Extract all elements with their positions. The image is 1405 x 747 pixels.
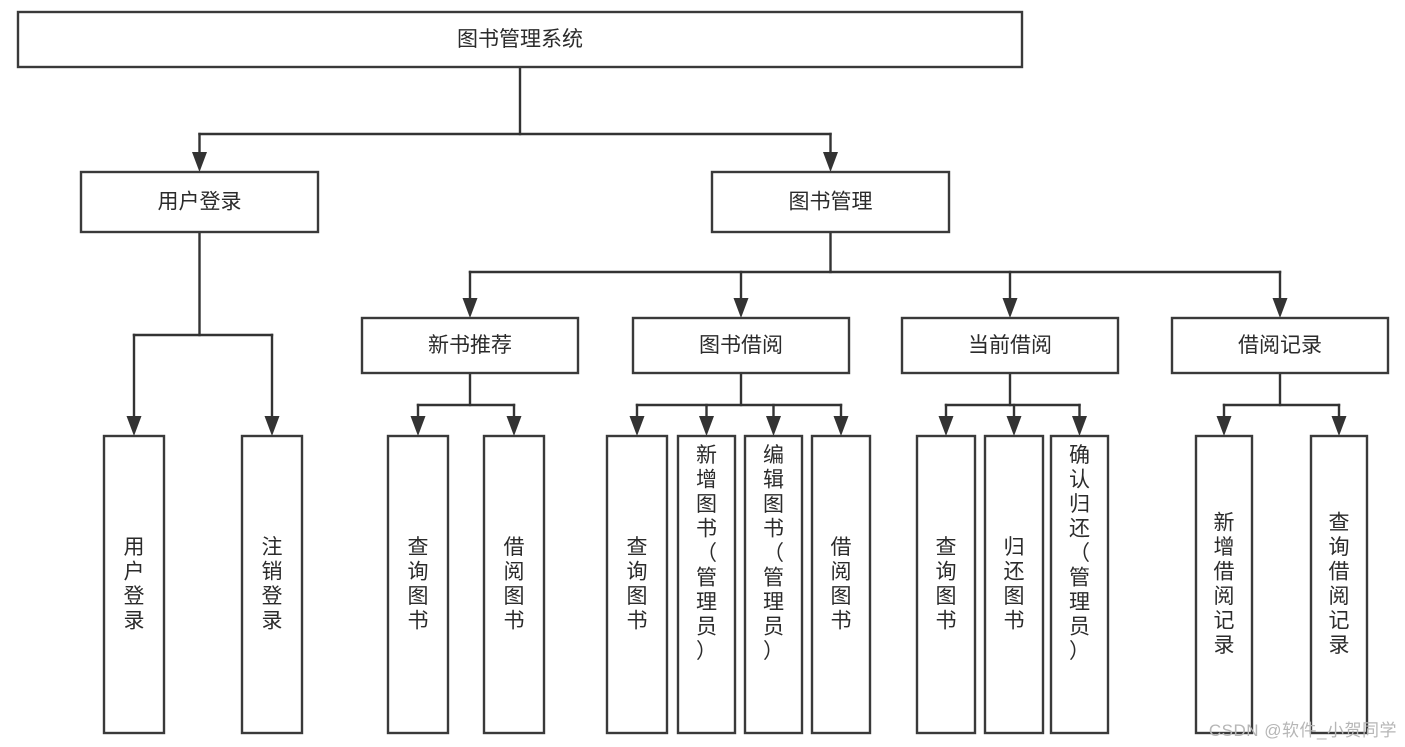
connector-c-new-book-split	[410, 371, 522, 436]
node-box-current-borrow	[900, 316, 1120, 375]
node-label-root: 图书管理系统	[457, 28, 583, 51]
node-label-user-login: 用户登录	[158, 191, 242, 214]
node-leaf-logout[interactable]: 注销登录	[240, 434, 304, 735]
node-current-borrow[interactable]: 当前借阅	[900, 316, 1120, 375]
node-box-book-borrow	[631, 316, 851, 375]
connector-c-book-borrow-split	[629, 371, 849, 436]
node-leaf-query-book-3[interactable]: 查询图书	[915, 434, 977, 735]
node-box-leaf-return-book	[983, 434, 1045, 735]
node-box-user-login	[79, 170, 320, 234]
node-book-manage[interactable]: 图书管理	[710, 170, 951, 234]
node-box-leaf-borrow-book-2	[810, 434, 872, 735]
node-box-book-manage	[710, 170, 951, 234]
node-leaf-borrow-book-2[interactable]: 借阅图书	[810, 434, 872, 735]
node-label-leaf-add-book-admin: 新增图书（管理员）	[696, 444, 717, 663]
node-borrow-record[interactable]: 借阅记录	[1170, 316, 1390, 375]
connector-c-current-borrow-split	[938, 371, 1087, 436]
node-box-leaf-user-login	[102, 434, 166, 735]
node-box-leaf-query-book-3	[915, 434, 977, 735]
node-label-book-borrow: 图书借阅	[699, 334, 783, 357]
node-box-leaf-add-borrow-record	[1194, 434, 1254, 735]
node-box-borrow-record	[1170, 316, 1390, 375]
node-box-leaf-query-book-2	[605, 434, 669, 735]
node-label-leaf-borrow-book-2: 借阅图书	[831, 536, 852, 633]
node-box-leaf-add-book-admin	[676, 434, 737, 735]
node-new-book-recommend[interactable]: 新书推荐	[360, 316, 580, 375]
node-label-leaf-return-book: 归还图书	[1004, 536, 1025, 633]
node-box-root	[16, 10, 1024, 69]
node-label-current-borrow: 当前借阅	[968, 334, 1052, 357]
node-leaf-query-book-2[interactable]: 查询图书	[605, 434, 669, 735]
node-label-leaf-borrow-book-1: 借阅图书	[504, 536, 525, 633]
node-leaf-query-borrow-record[interactable]: 查询借阅记录	[1309, 434, 1369, 735]
node-box-leaf-query-borrow-record	[1309, 434, 1369, 735]
node-label-borrow-record: 借阅记录	[1238, 334, 1322, 357]
node-box-leaf-query-book-1	[386, 434, 450, 735]
node-root[interactable]: 图书管理系统	[16, 10, 1024, 69]
node-label-leaf-user-login: 用户登录	[124, 536, 145, 633]
node-user-login[interactable]: 用户登录	[79, 170, 320, 234]
node-label-leaf-add-borrow-record: 新增借阅记录	[1214, 511, 1235, 657]
connector-c-book-manage-split	[462, 230, 1288, 318]
node-leaf-confirm-return-admin[interactable]: 确认归还（管理员）	[1049, 434, 1110, 735]
node-box-new-book-recommend	[360, 316, 580, 375]
node-label-book-manage: 图书管理	[789, 191, 873, 214]
node-book-borrow[interactable]: 图书借阅	[631, 316, 851, 375]
node-leaf-edit-book-admin[interactable]: 编辑图书（管理员）	[743, 434, 804, 735]
node-leaf-return-book[interactable]: 归还图书	[983, 434, 1045, 735]
node-box-leaf-edit-book-admin	[743, 434, 804, 735]
node-box-leaf-borrow-book-1	[482, 434, 546, 735]
node-label-leaf-query-book-3: 查询图书	[936, 536, 957, 633]
node-leaf-user-login[interactable]: 用户登录	[102, 434, 166, 735]
node-label-leaf-query-book-2: 查询图书	[627, 536, 648, 633]
node-leaf-add-book-admin[interactable]: 新增图书（管理员）	[676, 434, 737, 735]
node-leaf-add-borrow-record[interactable]: 新增借阅记录	[1194, 434, 1254, 735]
node-leaf-borrow-book-1[interactable]: 借阅图书	[482, 434, 546, 735]
connector-c-root-split	[192, 65, 838, 172]
node-layer: 图书管理系统用户登录图书管理新书推荐图书借阅当前借阅借阅记录用户登录注销登录查询…	[16, 10, 1390, 735]
node-box-leaf-logout	[240, 434, 304, 735]
connector-layer	[126, 65, 1347, 436]
node-label-leaf-query-book-1: 查询图书	[408, 536, 429, 633]
node-label-new-book-recommend: 新书推荐	[428, 334, 512, 357]
connector-c-borrow-record-split	[1216, 371, 1347, 436]
node-label-leaf-logout: 注销登录	[262, 536, 283, 633]
node-label-leaf-edit-book-admin: 编辑图书（管理员）	[763, 444, 784, 663]
node-leaf-query-book-1[interactable]: 查询图书	[386, 434, 450, 735]
node-label-leaf-confirm-return-admin: 确认归还（管理员）	[1069, 444, 1090, 663]
connector-c-user-login-split	[126, 230, 280, 436]
node-box-leaf-confirm-return-admin	[1049, 434, 1110, 735]
node-label-leaf-query-borrow-record: 查询借阅记录	[1329, 511, 1350, 657]
